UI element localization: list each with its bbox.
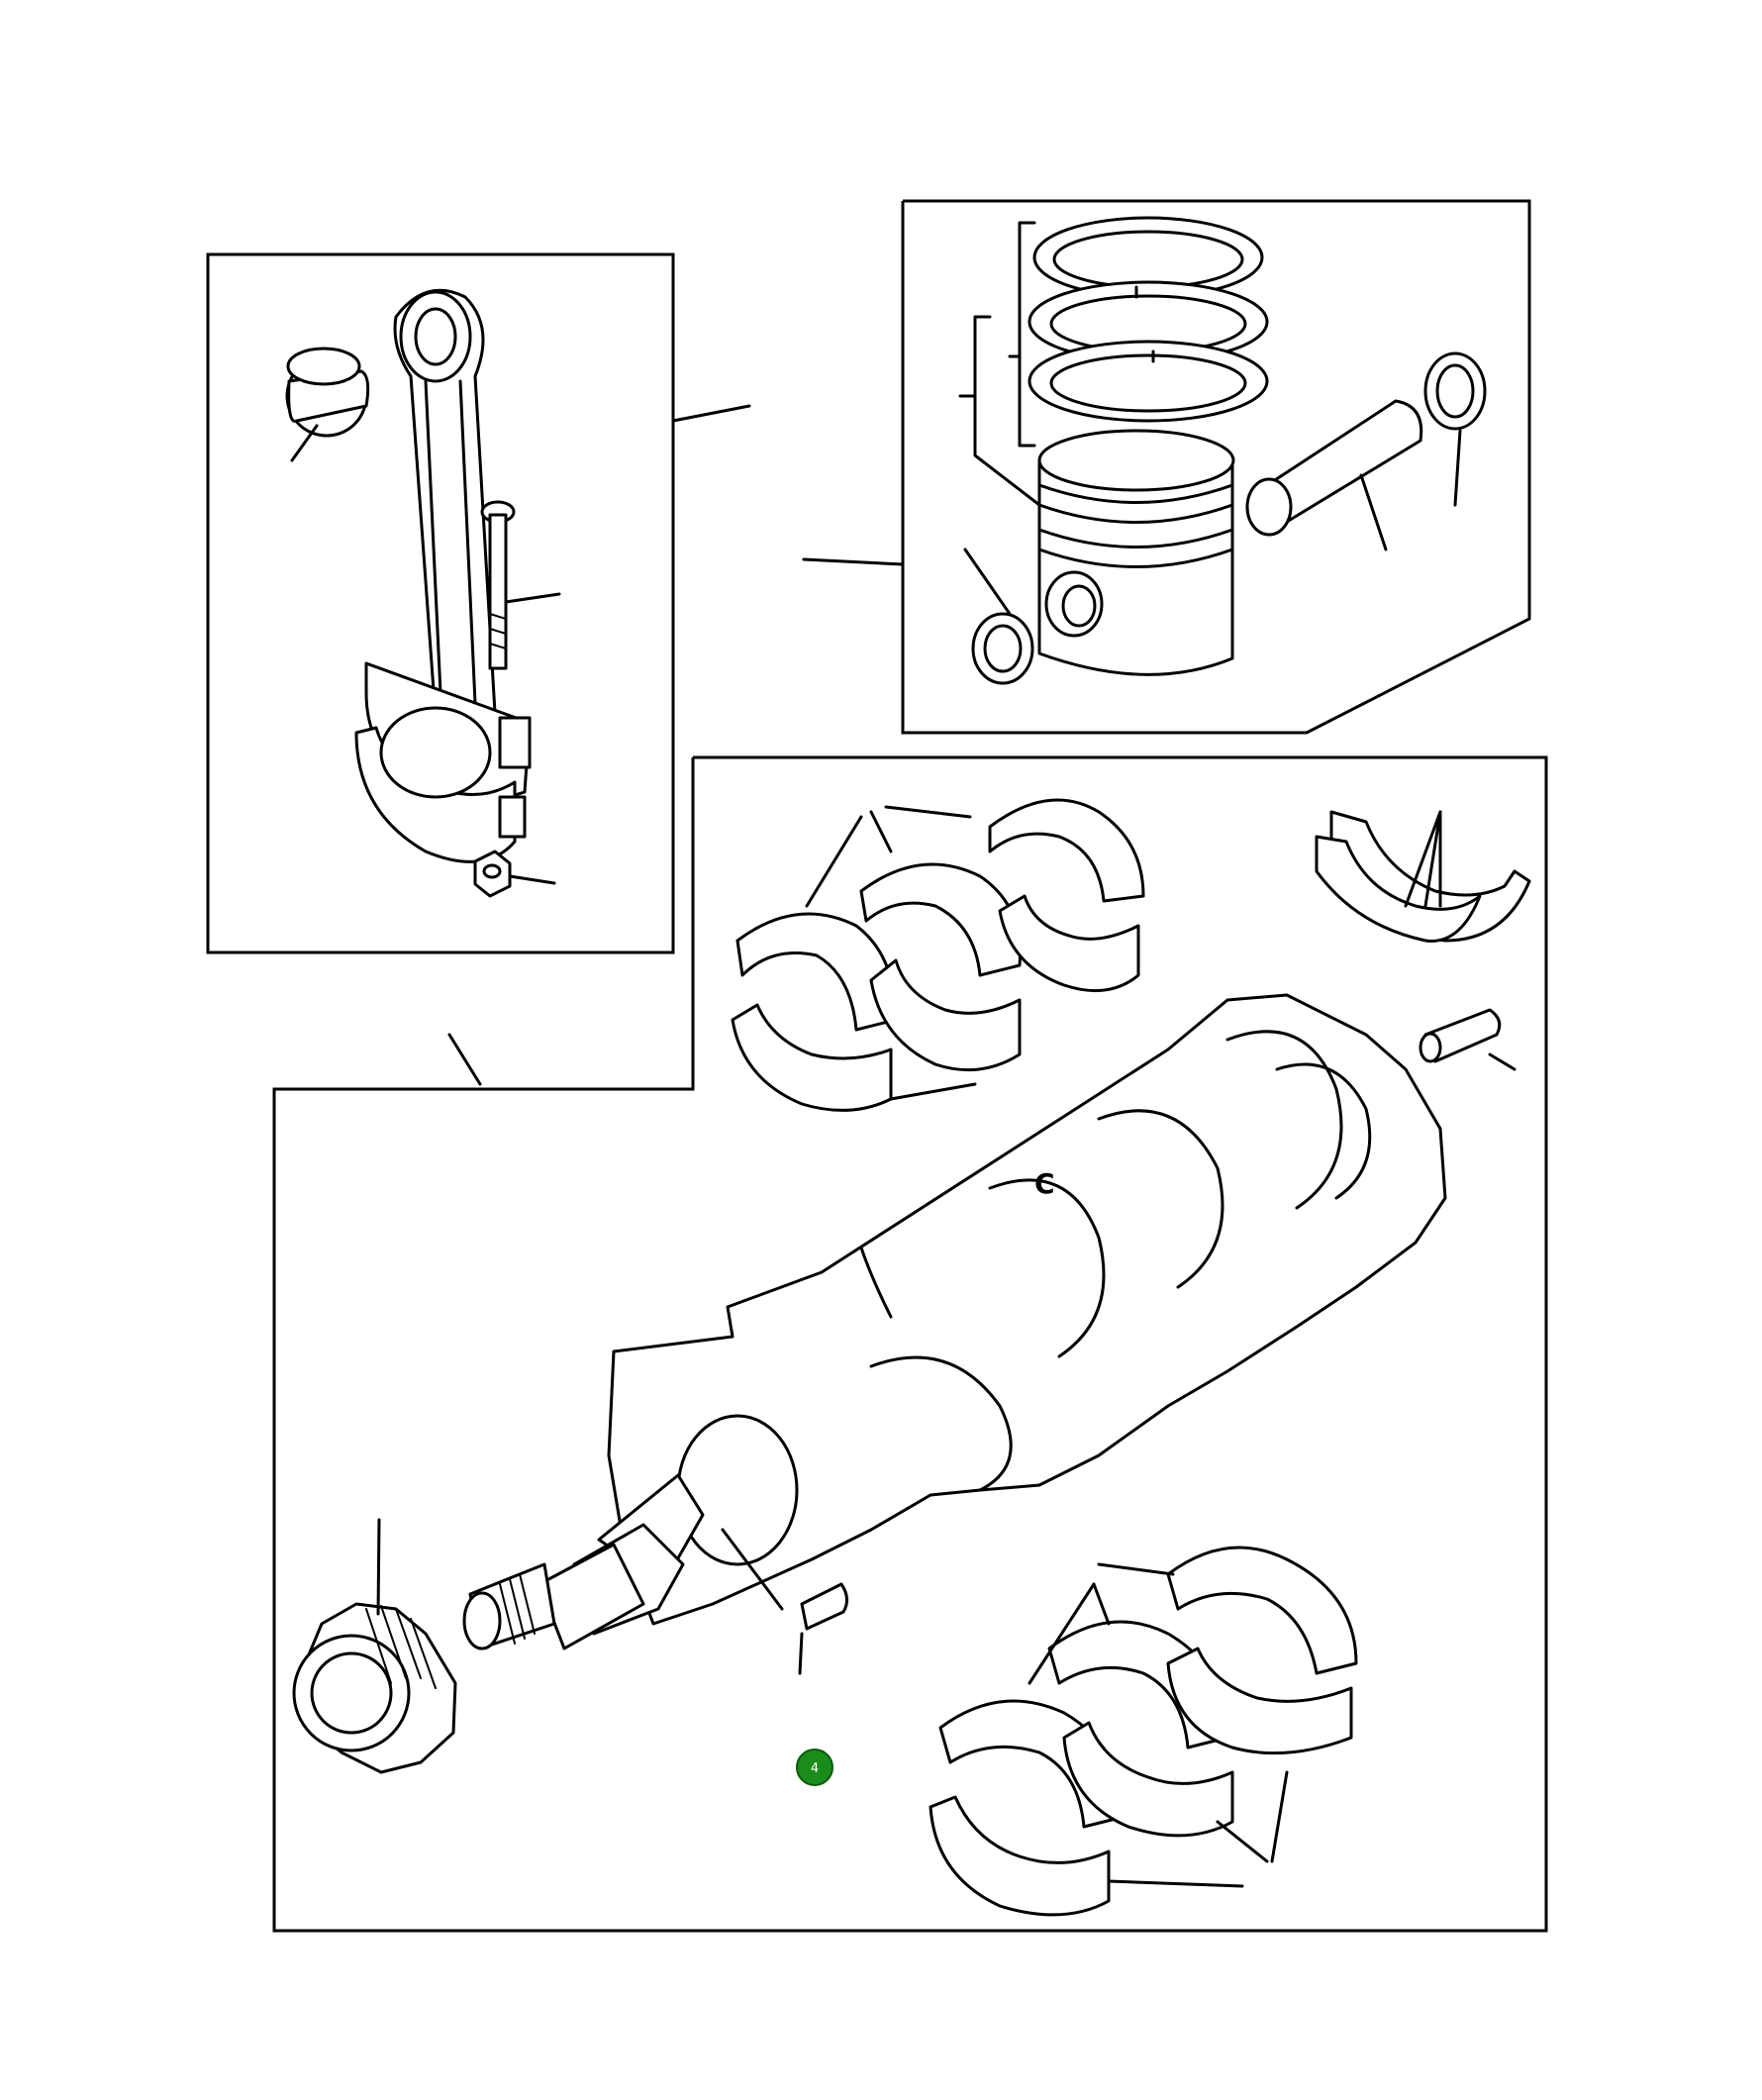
piston-panel xyxy=(802,199,1531,735)
circlip-right-icon xyxy=(1423,351,1487,507)
hotspot-marker[interactable] xyxy=(796,1749,833,1786)
connecting-rod-panel xyxy=(206,252,675,954)
part-hotspot-4[interactable]: 4 xyxy=(796,1749,833,1786)
piston-icon xyxy=(1037,429,1235,676)
rod-nut-icon xyxy=(473,850,556,898)
circlip-left-icon xyxy=(963,548,1034,685)
timing-gear-icon xyxy=(292,1518,457,1774)
crankshaft-icon: C xyxy=(462,993,1447,1675)
thrust-washers-icon xyxy=(1315,810,1531,943)
crankshaft-panel: C xyxy=(272,755,1548,1933)
crank-marking-label: C xyxy=(1034,1167,1055,1200)
dowel-pin-icon xyxy=(1419,1008,1517,1071)
piston-rings-icon xyxy=(1028,216,1269,423)
rod-bolt-icon xyxy=(480,500,561,670)
leader-line xyxy=(671,404,751,423)
small-end-bush-icon xyxy=(285,347,370,462)
connecting-rod-icon xyxy=(354,288,532,863)
gudgeon-pin-icon xyxy=(1245,399,1423,551)
leader-line xyxy=(447,1033,482,1086)
main-bearing-shells-upper-icon xyxy=(731,798,1145,1112)
main-bearing-shells-lower-icon xyxy=(929,1546,1358,1917)
hotspot-label[interactable]: 4 xyxy=(811,1761,819,1776)
